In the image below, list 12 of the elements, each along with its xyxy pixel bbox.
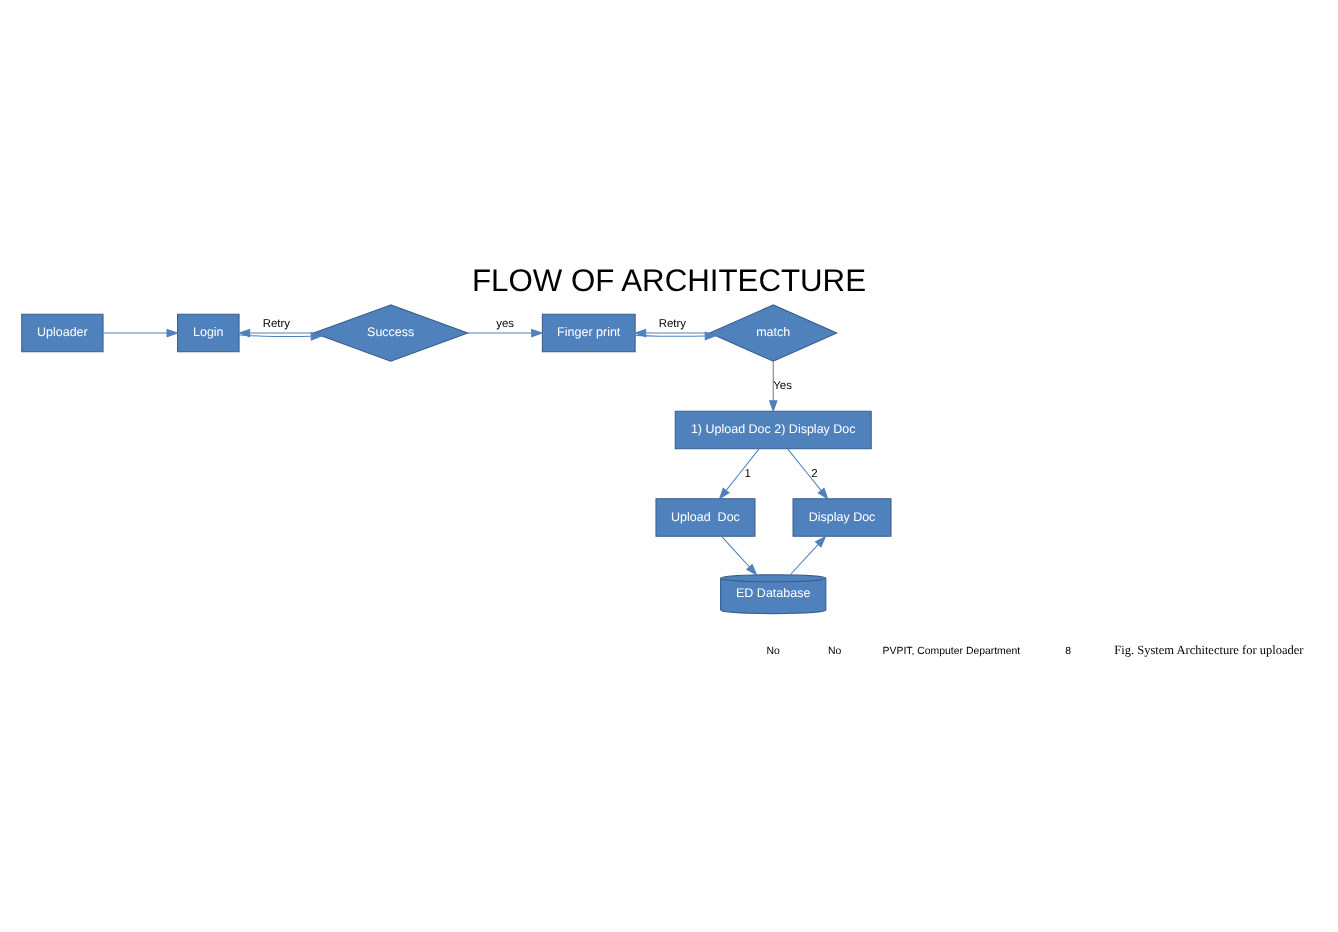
arrow (721, 536, 758, 576)
arrow (634, 331, 718, 341)
arrow (718, 448, 760, 500)
arrow (102, 328, 180, 338)
arrow (789, 535, 827, 576)
diagram-title: FLOW OF ARCHITECTURE (471, 265, 867, 300)
arrow (238, 331, 324, 341)
arrow (237, 328, 315, 338)
arrow (633, 328, 711, 338)
arrow (467, 328, 544, 338)
arrow (768, 361, 778, 413)
arrow (787, 448, 829, 500)
